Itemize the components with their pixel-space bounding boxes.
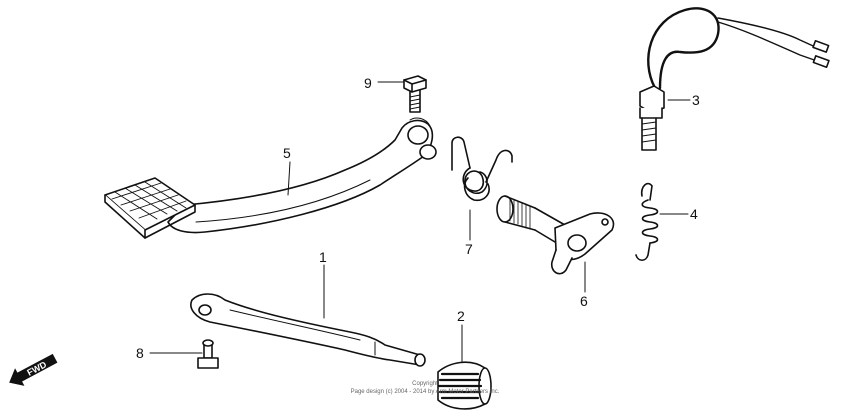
forward-arrow-icon: FWD <box>9 353 58 386</box>
copyright-line-2: Page design (c) 2004 - 2014 by Arm Motor… <box>350 389 500 395</box>
brake-pedal-part <box>104 117 437 239</box>
callout-6: 6 <box>580 293 588 309</box>
callout-1: 1 <box>319 249 327 265</box>
rubber-grip-part <box>437 361 492 410</box>
callout-8: 8 <box>136 345 144 361</box>
return-spring-part <box>635 182 659 262</box>
callout-5: 5 <box>283 145 291 161</box>
callout-3: 3 <box>692 92 700 108</box>
copyright-line-1: Copyright <box>412 381 438 387</box>
torsion-spring-part <box>451 136 513 202</box>
brake-light-switch-part <box>639 7 830 151</box>
pivot-shaft-part <box>496 195 615 275</box>
flange-bolt-part <box>403 75 427 113</box>
callout-2: 2 <box>457 308 465 324</box>
small-pin-part <box>197 339 219 369</box>
forward-direction-marker: FWD <box>4 352 62 388</box>
brake-arm-part <box>190 293 426 367</box>
callout-7: 7 <box>465 241 473 257</box>
callout-4: 4 <box>690 206 698 222</box>
leader-lines <box>149 81 691 363</box>
callout-9: 9 <box>364 75 372 91</box>
